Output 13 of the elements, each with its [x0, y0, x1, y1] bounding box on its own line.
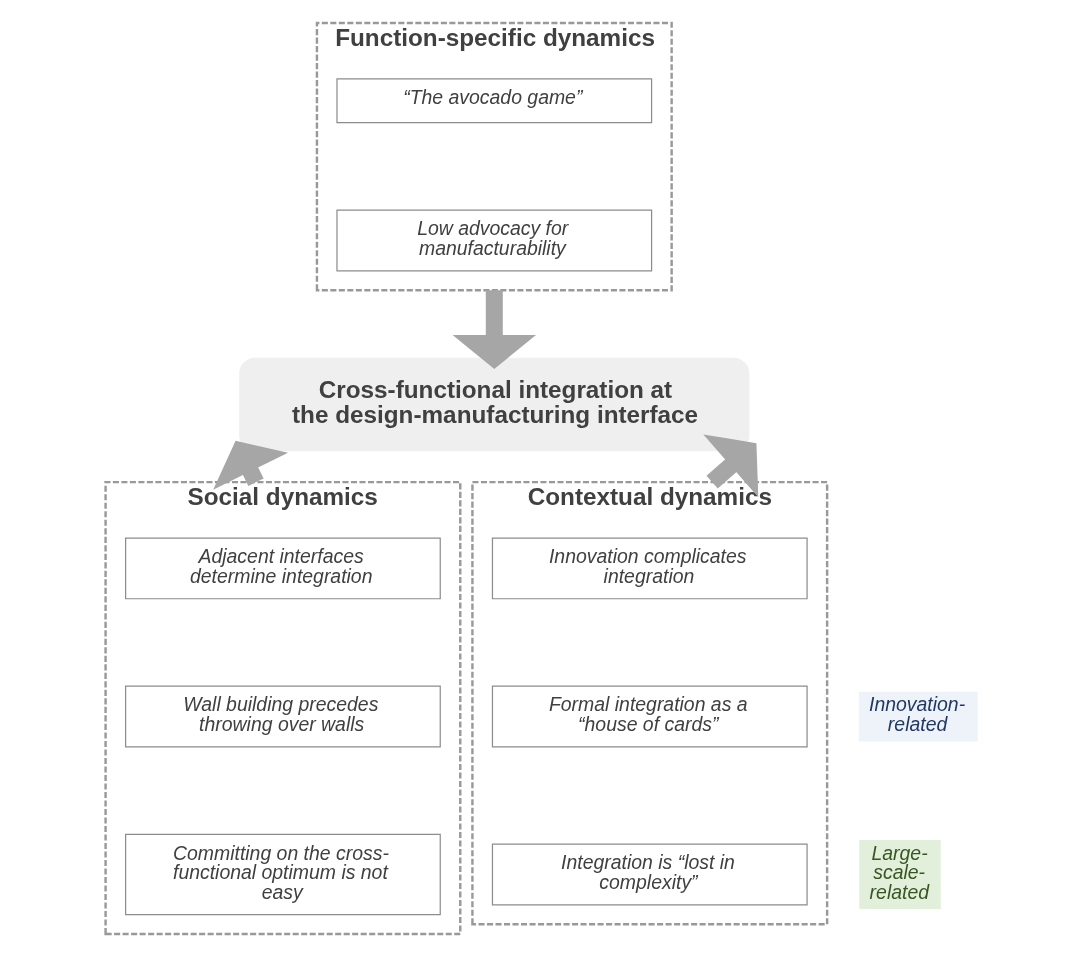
node-box: Wall building precedes throwing over walls [125, 685, 441, 748]
node-box: Adjacent interfaces determine integration [125, 537, 441, 600]
node-box: Formal integration as a “house of cards” [491, 685, 808, 748]
node-box: Innovation complicates integration [491, 537, 808, 600]
node-box: Integration is “lost in complexity” [491, 843, 808, 906]
arrow [213, 440, 289, 490]
node-box: Cross-functional integration at the design-manufacturing interface [239, 357, 750, 452]
node-box: Low advocacy for manufacturability [336, 209, 653, 272]
node-box: Large-scale-related [859, 839, 941, 910]
arrow [703, 434, 759, 498]
arrow [452, 290, 536, 369]
node-box: “The avocado game” [336, 78, 653, 124]
node-box: Committing on the cross-functional optimum is not easy [125, 833, 441, 916]
